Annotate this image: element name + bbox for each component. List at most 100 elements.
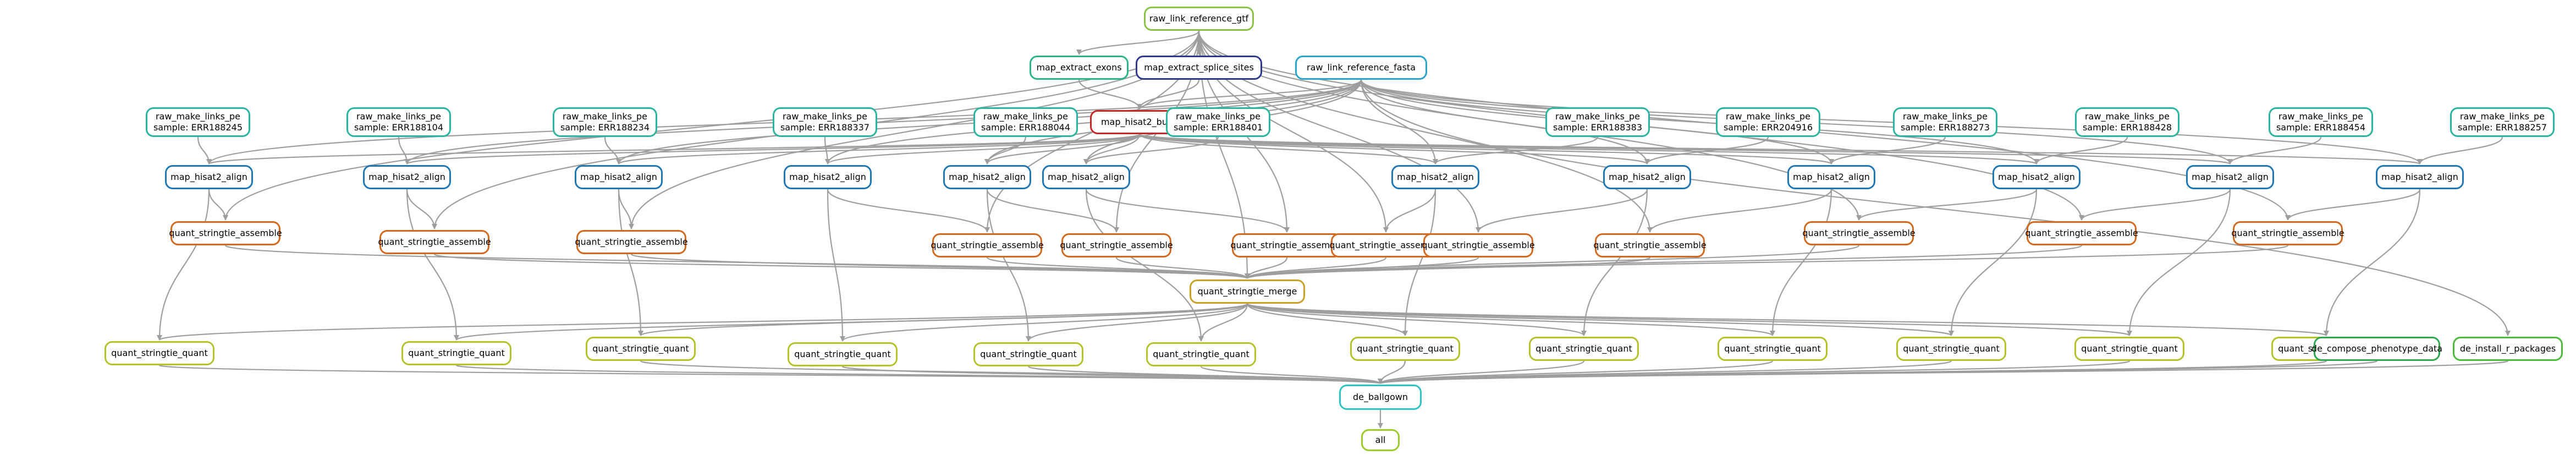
node-quant-stringtie-assemble-asm5[interactable]: quant_stringtie_assemble — [1230, 233, 1344, 257]
node-map-hisat2-align-align3[interactable]: map_hisat2_align — [784, 165, 872, 189]
node-quant-stringtie-assemble-asm3[interactable]: quant_stringtie_assemble — [931, 233, 1044, 257]
node-quant-stringtie-assemble-asm1[interactable]: quant_stringtie_assemble — [378, 230, 491, 254]
edge-gtf-to-exons — [1076, 30, 1200, 55]
edge-fasta-to-align6 — [1360, 79, 1438, 165]
edge-align0-to-asm0 — [208, 189, 228, 221]
edge-build-to-align6 — [1138, 133, 1438, 165]
edge-link7-to-align7 — [1644, 136, 1769, 165]
node-map-hisat2-align-align4[interactable]: map_hisat2_align — [943, 165, 1031, 189]
node-de-install-r-packages-rpkg[interactable]: de_install_r_packages — [2453, 337, 2563, 361]
node-raw-make-links-pe-link9[interactable]: raw_make_links_pe sample: ERR188428 — [2075, 107, 2179, 137]
node-quant-stringtie-quant-quant3[interactable]: quant_stringtie_quant — [788, 342, 898, 366]
edge-quant8-to-ballgown — [1378, 360, 1774, 385]
edge-align9-to-asm9 — [1856, 189, 2038, 221]
node-all-all[interactable]: all — [1361, 429, 1400, 451]
node-raw-link-reference-gtf-gtf[interactable]: raw_link_reference_gtf — [1144, 7, 1254, 31]
node-raw-make-links-pe-link8[interactable]: raw_make_links_pe sample: ERR188273 — [1893, 107, 1997, 137]
edge-build-to-align1 — [404, 133, 1141, 165]
edge-align10-to-asm10 — [2079, 189, 2231, 221]
node-quant-stringtie-quant-quant4[interactable]: quant_stringtie_quant — [973, 342, 1083, 366]
node-map-hisat2-align-align9[interactable]: map_hisat2_align — [1992, 165, 2080, 189]
edge-link10-to-align10 — [2227, 136, 2322, 165]
edge-merge-to-quant10 — [1246, 303, 2132, 337]
node-map-hisat2-align-align10[interactable]: map_hisat2_align — [2186, 165, 2274, 189]
edge-merge-to-quant11 — [1246, 303, 2329, 337]
node-quant-stringtie-quant-quant7[interactable]: quant_stringtie_quant — [1529, 337, 1639, 361]
edge-asm3-to-merge — [986, 256, 1250, 279]
edge-merge-to-quant6 — [1246, 303, 1408, 336]
edge-merge-to-quant4 — [1026, 303, 1248, 342]
edge-asm2-to-merge — [630, 253, 1250, 279]
node-quant-stringtie-assemble-asm2[interactable]: quant_stringtie_assemble — [575, 230, 688, 254]
node-quant-stringtie-quant-quant0[interactable]: quant_stringtie_quant — [104, 341, 214, 365]
node-map-hisat2-align-align1[interactable]: map_hisat2_align — [363, 165, 451, 189]
edge-align3-to-asm3 — [827, 189, 990, 233]
edge-asm11-to-merge — [1245, 244, 2289, 279]
node-raw-make-links-pe-link3[interactable]: raw_make_links_pe sample: ERR188337 — [773, 107, 877, 137]
node-quant-stringtie-assemble-asm9[interactable]: quant_stringtie_assemble — [1802, 221, 1916, 245]
node-quant-stringtie-quant-quant2[interactable]: quant_stringtie_quant — [586, 337, 696, 361]
edge-rpkg-to-ballgown — [1378, 360, 2509, 385]
node-quant-stringtie-merge-merge[interactable]: quant_stringtie_merge — [1190, 279, 1305, 304]
node-quant-stringtie-assemble-asm4[interactable]: quant_stringtie_assemble — [1060, 233, 1173, 257]
node-raw-make-links-pe-link5[interactable]: raw_make_links_pe sample: ERR188401 — [1166, 107, 1270, 137]
node-map-hisat2-align-align11[interactable]: map_hisat2_align — [2376, 165, 2464, 189]
node-raw-make-links-pe-link10[interactable]: raw_make_links_pe sample: ERR188454 — [2269, 107, 2373, 137]
node-raw-make-links-pe-link2[interactable]: raw_make_links_pe sample: ERR188234 — [553, 107, 657, 137]
edge-align1-to-quant1 — [406, 189, 459, 341]
edge-build-to-align11 — [1138, 133, 2423, 165]
node-map-extract-exons-exons[interactable]: map_extract_exons — [1030, 56, 1129, 80]
edge-align6-to-asm6 — [1383, 189, 1436, 233]
node-de-ballgown-ballgown[interactable]: de_ballgown — [1339, 385, 1422, 410]
node-quant-stringtie-assemble-asm11[interactable]: quant_stringtie_assemble — [2231, 221, 2344, 245]
node-raw-make-links-pe-link6[interactable]: raw_make_links_pe sample: ERR188383 — [1545, 107, 1650, 137]
edge-align0-to-quant0 — [157, 189, 210, 341]
edge-asm9-to-merge — [1245, 244, 1860, 279]
node-quant-stringtie-assemble-asm8[interactable]: quant_stringtie_assemble — [1593, 233, 1707, 257]
node-raw-make-links-pe-link1[interactable]: raw_make_links_pe sample: ERR188104 — [346, 107, 451, 137]
edge-quant7-to-ballgown — [1378, 360, 1585, 385]
node-map-hisat2-align-align2[interactable]: map_hisat2_align — [575, 165, 663, 189]
node-quant-stringtie-quant-quant5[interactable]: quant_stringtie_quant — [1146, 342, 1256, 366]
node-quant-stringtie-quant-quant1[interactable]: quant_stringtie_quant — [401, 341, 511, 365]
edge-align11-to-quant11 — [2324, 189, 2421, 336]
node-raw-make-links-pe-link11[interactable]: raw_make_links_pe sample: ERR188257 — [2450, 107, 2555, 137]
node-raw-make-links-pe-link7[interactable]: raw_make_links_pe sample: ERR204916 — [1716, 107, 1820, 137]
node-map-hisat2-align-align5[interactable]: map_hisat2_align — [1042, 165, 1130, 189]
edge-align6-to-quant6 — [1402, 189, 1436, 336]
edge-align3-to-quant3 — [827, 189, 845, 342]
node-quant-stringtie-assemble-asm6[interactable]: quant_stringtie_assemble — [1329, 233, 1443, 257]
edge-asm1-to-merge — [433, 253, 1250, 279]
node-quant-stringtie-assemble-asm0[interactable]: quant_stringtie_assemble — [169, 221, 282, 245]
node-raw-link-reference-fasta-fasta[interactable]: raw_link_reference_fasta — [1295, 56, 1427, 80]
edge-merge-to-quant5 — [1198, 303, 1248, 342]
edge-asm6-to-merge — [1245, 257, 1387, 279]
node-map-hisat2-align-align6[interactable]: map_hisat2_align — [1391, 165, 1479, 189]
node-raw-make-links-pe-link4[interactable]: raw_make_links_pe sample: ERR188044 — [973, 107, 1078, 137]
node-map-extract-splice-sites-splice[interactable]: map_extract_splice_sites — [1136, 56, 1262, 80]
node-raw-make-links-pe-link0[interactable]: raw_make_links_pe sample: ERR188245 — [146, 107, 250, 137]
node-map-hisat2-align-align0[interactable]: map_hisat2_align — [165, 165, 253, 189]
node-quant-stringtie-quant-quant6[interactable]: quant_stringtie_quant — [1350, 337, 1460, 361]
node-map-hisat2-align-align7[interactable]: map_hisat2_align — [1603, 165, 1691, 189]
edge-build-to-align10 — [1138, 133, 2233, 165]
edge-build-to-align3 — [825, 133, 1141, 165]
node-quant-stringtie-quant-quant8[interactable]: quant_stringtie_quant — [1718, 337, 1828, 361]
edge-align7-to-asm7 — [1476, 189, 1648, 233]
node-de-compose-phenotype-data-pheno[interactable]: de_compose_phenotype_data — [2311, 337, 2442, 361]
node-quant-stringtie-quant-quant9[interactable]: quant_stringtie_quant — [1896, 337, 2006, 361]
edge-align2-to-quant2 — [618, 189, 643, 336]
edge-build-to-align4 — [984, 134, 1141, 165]
edge-align1-to-asm1 — [406, 189, 437, 229]
node-map-hisat2-align-align8[interactable]: map_hisat2_align — [1787, 165, 1875, 189]
edge-align4-to-asm4 — [986, 189, 1119, 233]
edge-align9-to-quant9 — [1948, 189, 2038, 336]
edge-asm4-to-merge — [1115, 257, 1250, 279]
edge-build-to-align2 — [616, 133, 1141, 165]
edge-quant5-to-ballgown — [1200, 365, 1383, 385]
node-quant-stringtie-quant-quant10[interactable]: quant_stringtie_quant — [2074, 337, 2184, 361]
node-quant-stringtie-assemble-asm7[interactable]: quant_stringtie_assemble — [1422, 233, 1535, 257]
node-quant-stringtie-assemble-asm10[interactable]: quant_stringtie_assemble — [2025, 221, 2138, 245]
edge-fasta-to-align11 — [1360, 79, 2423, 165]
